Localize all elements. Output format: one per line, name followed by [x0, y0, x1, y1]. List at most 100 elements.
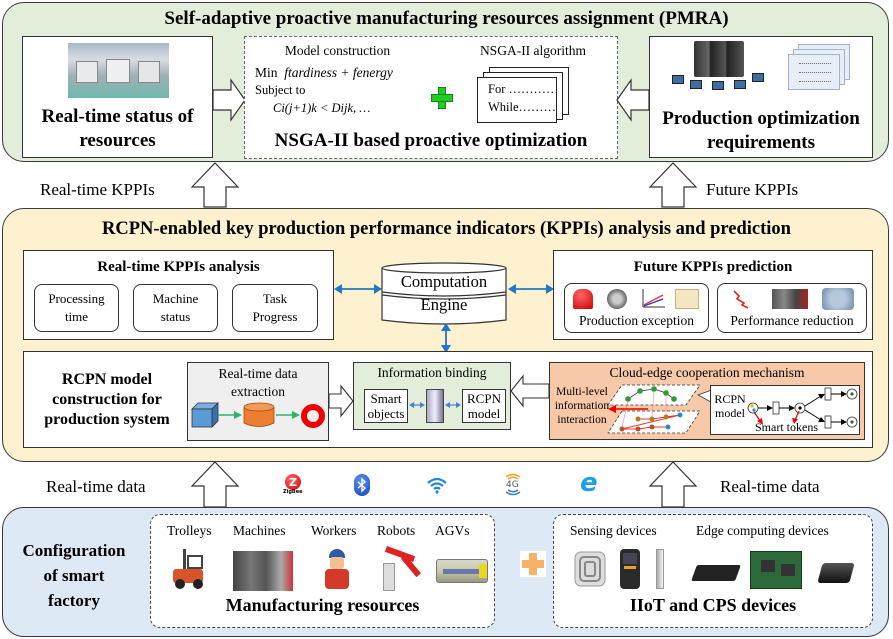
cnc-machine-icon [233, 551, 293, 591]
laptop-icon [690, 80, 702, 89]
circuit-board-icon [750, 551, 802, 589]
small-bidirectional-arrow [445, 402, 461, 408]
green-plus-icon [431, 87, 453, 109]
information-binding-box: Information binding Smart objects RCPN m… [353, 362, 511, 430]
orange-plus-icon [520, 551, 546, 577]
up-arrow-future-kppis [648, 162, 698, 208]
up-arrow-realtime-data-right [648, 461, 698, 508]
edge-box-icon [817, 563, 855, 583]
rcpn-petri-net-box: RCPN model Smart toke [710, 385, 860, 435]
computation-engine-icon [381, 262, 507, 325]
kppi-item-machine-status: Machine status [133, 284, 218, 332]
agv-icon [436, 559, 488, 583]
kppi-item-processing-time: Processing time [34, 284, 119, 332]
realtime-data-label-left: Real-time data [46, 477, 146, 496]
handheld-scanner-icon [620, 549, 640, 589]
subject-to-label: Subject to [255, 83, 306, 97]
rcpn-petri-label: RCPN model [714, 392, 746, 420]
nsga-algorithm-heading: NSGA-II algorithm [479, 43, 587, 58]
forklift-icon [169, 549, 209, 589]
cloud-edge-cooperation-box: Cloud-edge cooperation mechanism Multi-l… [549, 362, 865, 440]
green-arrow-icon [218, 411, 242, 419]
bluetooth-icon [354, 474, 370, 496]
information-binding-heading: Information binding [377, 365, 487, 380]
production-exception-group: Production exception [564, 283, 709, 333]
trend-chart-icon [642, 289, 665, 308]
smart-tokens-label: Smart tokens [755, 420, 818, 434]
machine-icon [772, 289, 808, 309]
server-rack-icon [694, 41, 744, 77]
code-page-front: For ………… While……… [477, 77, 559, 123]
multi-level-interaction-label: Multi-level information interaction [554, 386, 610, 426]
laptop-icon [672, 75, 684, 84]
constraint-expression: Ci(j+1)k < Dijk, … [273, 101, 371, 115]
production-requirements-box: Production optimization requirements [649, 36, 873, 158]
gear-robot-icon [607, 289, 627, 309]
manufacturing-resources-label: Manufacturing resources [225, 595, 420, 615]
realtime-status-box: Real-time status of resources [22, 36, 213, 158]
future-prediction-heading: Future KPPIs prediction [633, 259, 793, 275]
engine-label-line2: Engine [420, 295, 468, 314]
future-kppis-label: Future KPPIs [706, 180, 799, 199]
hollow-arrow-right [328, 384, 354, 418]
rcpn-model-construction-box: RCPN model construction for production s… [23, 351, 873, 448]
realtime-status-label: Real-time status of resources [41, 106, 194, 151]
network-icon [822, 288, 854, 310]
production-exception-label: Production exception [578, 313, 695, 328]
objective-function: Min ftardiness + fenergy [255, 65, 393, 80]
downtrend-icon [733, 290, 749, 309]
code-line-for: For ………… [488, 82, 559, 96]
engine-label-line1: Computation [400, 272, 488, 291]
smart-objects-box: Smart objects [364, 389, 408, 423]
rfid-tag-icon [574, 551, 606, 587]
laptop-icon [734, 80, 746, 89]
database-icon [243, 402, 275, 427]
hollow-arrow-right [212, 78, 246, 122]
small-bidirectional-arrow [409, 402, 425, 408]
green-arrow-icon [276, 411, 300, 419]
worker-icon [321, 549, 353, 591]
document-icon [788, 54, 840, 90]
kppi-item-task-progress: Task Progress [232, 284, 318, 332]
data-extraction-box: Real-time data extraction [187, 362, 329, 441]
alarm-light-icon [573, 289, 593, 309]
realtime-kppis-label: Real-time KPPIs [40, 180, 155, 199]
model-construction-heading: Model construction [284, 43, 391, 58]
resource-label-agvs: AGVs [435, 523, 470, 538]
bidirectional-arrow-engine-down [441, 323, 451, 353]
rcpn-construction-heading: RCPN model construction for production s… [44, 371, 170, 428]
petri-net-diagram [747, 387, 858, 429]
up-arrow-realtime-data-left [190, 461, 240, 508]
4g-icon: 4G [502, 472, 524, 498]
edge-computing-label: Edge computing devices [696, 523, 829, 538]
cloud-edge-heading: Cloud-edge cooperation mechanism [609, 365, 805, 380]
rcpn-model-box: RCPN model [462, 389, 506, 423]
hollow-arrow-left [616, 78, 650, 122]
laptop-icon [712, 81, 724, 90]
factory-floor-image [68, 43, 169, 98]
performance-reduction-group: Performance reduction [717, 283, 867, 333]
wifi-icon [427, 477, 447, 494]
resource-label-trolleys: Trolleys [167, 523, 212, 538]
nsga-optimization-label: NSGA-II based proactive optimization [274, 130, 588, 151]
hollow-arrow-left [510, 374, 550, 408]
resource-label-machines: Machines [233, 523, 286, 538]
data-extraction-heading: Real-time data extraction [218, 366, 298, 399]
bidirectional-arrow-engine-right [508, 284, 554, 294]
iiot-cps-devices-label: IIoT and CPS devices [629, 595, 797, 615]
documents-icon [675, 289, 699, 309]
multi-layer-network-icon [607, 384, 701, 434]
smart-factory-heading: Configuration of smart factory [22, 541, 126, 610]
ring-icon [301, 404, 325, 428]
kppi-layer-title: RCPN-enabled key production performance … [102, 219, 791, 239]
realtime-data-label-right: Real-time data [720, 477, 820, 496]
pmra-title: Self-adaptive proactive manufacturing re… [164, 8, 729, 29]
up-arrow-realtime-kppis [190, 162, 240, 208]
zigbee-icon: Z ZigBee [283, 474, 303, 495]
iiot-cps-devices-box: Sensing devices Edge computing devices I… [553, 514, 873, 628]
computer-tower-icon [426, 389, 444, 423]
realtime-kppis-analysis-box: Real-time KPPIs analysis Processing time… [23, 250, 334, 340]
robot-arm-icon [381, 546, 425, 591]
cube-icon [191, 402, 219, 428]
code-line-while: While……… [488, 100, 557, 114]
